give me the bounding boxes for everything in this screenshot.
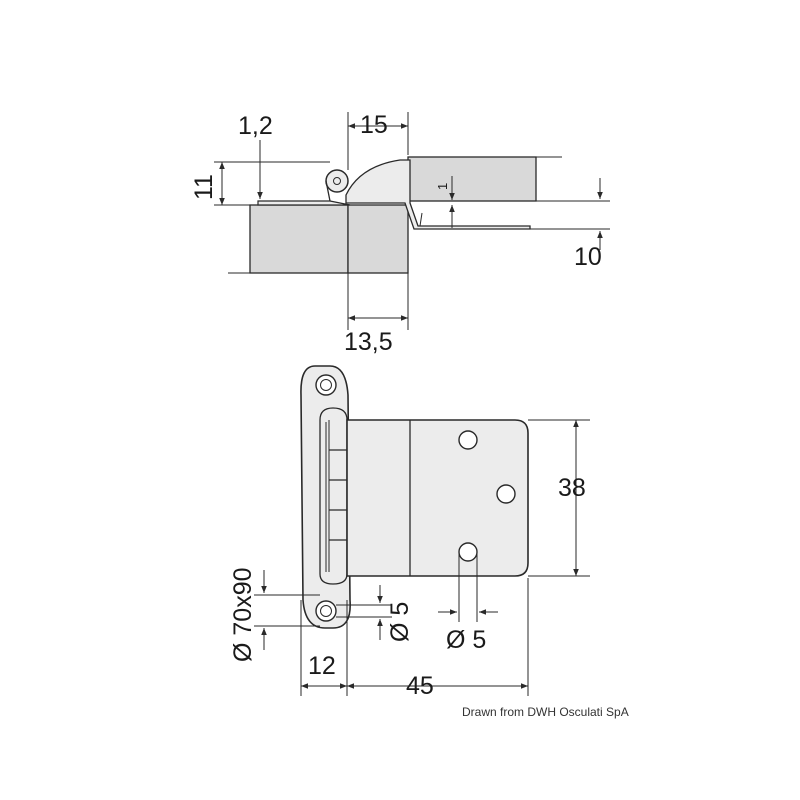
dim-total-width: 45	[406, 672, 434, 700]
hinge-leaf-section	[257, 200, 351, 206]
frame-panel-left	[249, 204, 349, 274]
hinge-knuckle-section	[325, 169, 349, 193]
dim-frame-depth: 13,5	[344, 328, 393, 356]
dim-knuckle-width: 12	[308, 652, 336, 680]
dim-door-thickness: 10	[574, 243, 602, 271]
credit-text: Drawn from DWH Osculati SpA	[462, 705, 629, 719]
plan-view: 38 Ø 70x90 Ø 5 Ø 5 12 45	[229, 365, 590, 700]
dim-total-height: 11	[190, 174, 218, 200]
hinge-plate	[346, 419, 529, 577]
knuckle-segments	[328, 420, 347, 572]
hinge-flange-section	[345, 159, 531, 230]
section-view: 15 1,2 11 1 10 13,5	[190, 111, 610, 356]
hinge-barrel	[319, 407, 348, 585]
door-panel	[407, 156, 537, 202]
dim-leaf-thickness: 1,2	[238, 112, 273, 140]
plate-hole-2	[496, 484, 516, 504]
dim-flange-width: 15	[360, 111, 388, 139]
plate-hole-1	[458, 430, 478, 450]
screw-hole-bottom	[315, 600, 337, 622]
dim-screw-size: Ø 70x90	[229, 567, 257, 662]
dim-hole-horizontal: Ø 5	[446, 626, 486, 654]
screw-hole-top	[315, 374, 337, 396]
dim-hole-vertical: Ø 5	[386, 602, 414, 642]
plate-hole-3	[458, 542, 478, 562]
dim-height: 38	[558, 474, 586, 502]
frame-panel-center	[347, 204, 409, 274]
dim-offset: 1	[435, 183, 450, 190]
